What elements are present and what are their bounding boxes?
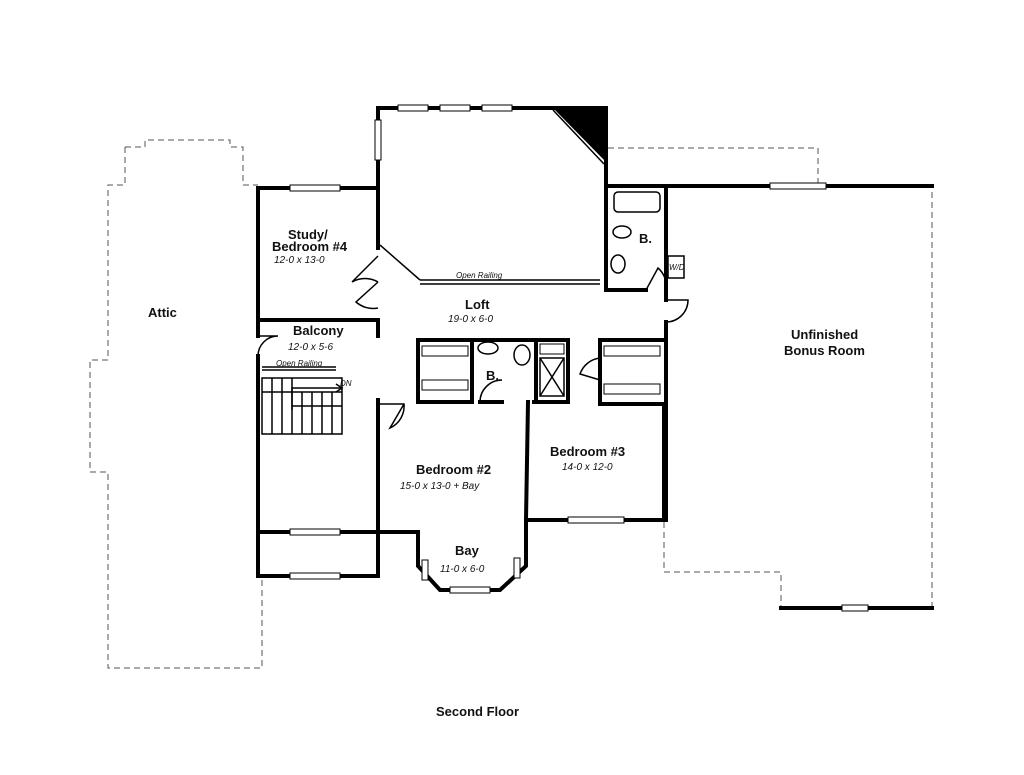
bedroom2-label: Bedroom #2	[416, 462, 491, 477]
staircase	[261, 377, 344, 435]
bedroom3-label: Bedroom #3	[550, 444, 625, 459]
balcony-open-railing: Open Railing	[276, 359, 323, 368]
corner-fill	[553, 108, 606, 162]
loft-open-railing: Open Railing	[456, 271, 503, 280]
sink-upper	[610, 254, 626, 274]
window-bedroom3	[567, 516, 625, 524]
bay-label: Bay	[455, 543, 480, 558]
study-walls	[256, 186, 380, 322]
window-lower	[289, 572, 341, 580]
upper-bath-walls	[604, 184, 668, 292]
shower-center	[539, 357, 565, 397]
window-bonus-top	[769, 182, 827, 190]
loft-dims: 19-0 x 6-0	[448, 314, 493, 325]
closet-shelf-center-2	[421, 379, 469, 391]
bedroom2-door	[380, 403, 405, 430]
diagonal-wall	[552, 109, 605, 165]
window-bay-left	[421, 559, 429, 581]
upper-bath-door	[645, 266, 668, 291]
attic-outline	[89, 147, 263, 669]
bedroom3-door	[579, 357, 601, 381]
attic-label: Attic	[148, 305, 177, 320]
center-bath-door	[479, 379, 503, 403]
bath-upper-label: B.	[639, 231, 652, 246]
closet-shelf-center	[421, 345, 469, 357]
tub-upper	[613, 191, 661, 213]
window-stair-room	[289, 528, 341, 536]
attic-outline-top	[125, 139, 258, 186]
bedroom2-walls	[376, 398, 531, 592]
bedroom3-walls	[526, 338, 666, 522]
closet-shelf-bed3-2	[603, 383, 661, 395]
study-label-2: Bedroom #4	[272, 239, 348, 254]
loft-label: Loft	[465, 297, 490, 312]
sink-center	[513, 344, 531, 366]
window-bonus-bottom	[841, 604, 869, 612]
study-door	[351, 255, 379, 283]
bedroom3-dims: 14-0 x 12-0	[562, 462, 613, 473]
bonus-outline-top	[608, 147, 819, 185]
bonus-door	[665, 299, 689, 323]
bay-dims: 11-0 x 6-0	[440, 564, 485, 575]
window-top-2	[439, 104, 471, 112]
center-bath-walls	[416, 338, 570, 404]
bonus-label-1: Unfinished	[791, 327, 858, 342]
window-study	[289, 184, 341, 192]
window-top-1	[397, 104, 429, 112]
bonus-label-2: Bonus Room	[784, 343, 865, 358]
balcony-label: Balcony	[293, 323, 344, 338]
window-top-3	[481, 104, 513, 112]
study-door-2	[354, 281, 379, 310]
window-bay-right	[513, 557, 521, 579]
diagonal-railing	[379, 244, 421, 281]
stair-dn-label: DN	[340, 379, 352, 388]
study-label-1: Study/	[288, 227, 328, 242]
closet-shelf-bed3	[603, 345, 661, 357]
bedroom2-dims: 15-0 x 13-0 + Bay	[400, 481, 480, 492]
bonus-walls	[664, 184, 934, 610]
toilet-center	[477, 341, 499, 355]
balcony-door	[257, 335, 279, 357]
balcony-dims: 12-0 x 5-6	[288, 342, 333, 353]
window-bay-center	[449, 586, 491, 594]
bath-center-label: B.	[486, 368, 499, 383]
floor-caption: Second Floor	[436, 704, 519, 719]
bonus-outline-bottom	[663, 522, 782, 608]
wd-label: W/D	[669, 263, 685, 272]
window-left-1	[374, 119, 382, 161]
study-dims: 12-0 x 13-0	[274, 255, 325, 266]
toilet-upper	[612, 225, 632, 239]
